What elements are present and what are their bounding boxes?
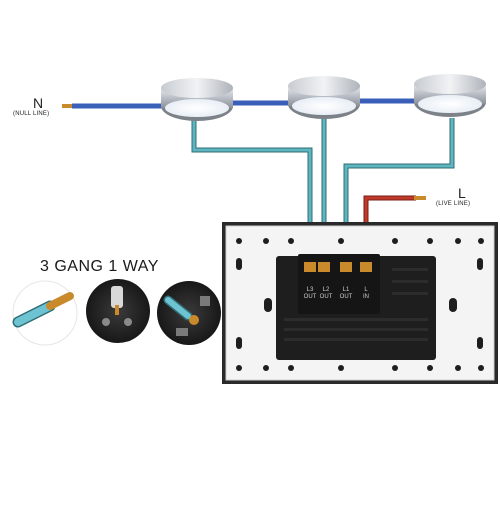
lamp-3	[414, 74, 486, 117]
ceiling-lamp-icon	[161, 78, 233, 121]
neutral-desc: (NULL LINE)	[13, 111, 50, 117]
terminal-dir: OUT	[303, 294, 317, 300]
wire-strip-icon	[12, 292, 74, 328]
terminal-dir: OUT	[319, 294, 333, 300]
terminal-name: L3	[306, 287, 314, 293]
neutral-letter: N	[33, 95, 44, 111]
diagram-title: 3 GANG 1 WAY	[40, 258, 159, 275]
lamp-1	[161, 78, 233, 121]
ceiling-lamp-icon	[288, 76, 360, 119]
terminal-screws	[304, 262, 372, 272]
screwdriver-icon	[102, 286, 132, 326]
live-letter: L	[458, 185, 466, 201]
terminal-label: L1 OUT	[338, 287, 354, 301]
terminal-dir: IN	[363, 294, 369, 300]
neutral-wire	[62, 98, 418, 109]
step-photo-1	[12, 280, 78, 346]
ceiling-lamp-icon	[414, 74, 486, 117]
lamp-2	[288, 76, 360, 119]
terminal-name: L2	[322, 287, 330, 293]
terminal-label: L2 OUT	[318, 287, 334, 301]
terminal-name: L1	[342, 287, 350, 293]
step-photo-3	[157, 281, 221, 345]
terminal-label: L IN	[358, 287, 374, 301]
terminal-name: L	[364, 287, 368, 293]
terminal-insert-icon	[163, 295, 210, 336]
switch-plate	[222, 222, 498, 384]
terminal-dir: OUT	[339, 294, 353, 300]
switch-mechanism	[276, 254, 436, 360]
step-photo-2	[86, 279, 150, 343]
terminal-label: L3 OUT	[302, 287, 318, 301]
live-desc: (LIVE LINE)	[436, 201, 471, 207]
